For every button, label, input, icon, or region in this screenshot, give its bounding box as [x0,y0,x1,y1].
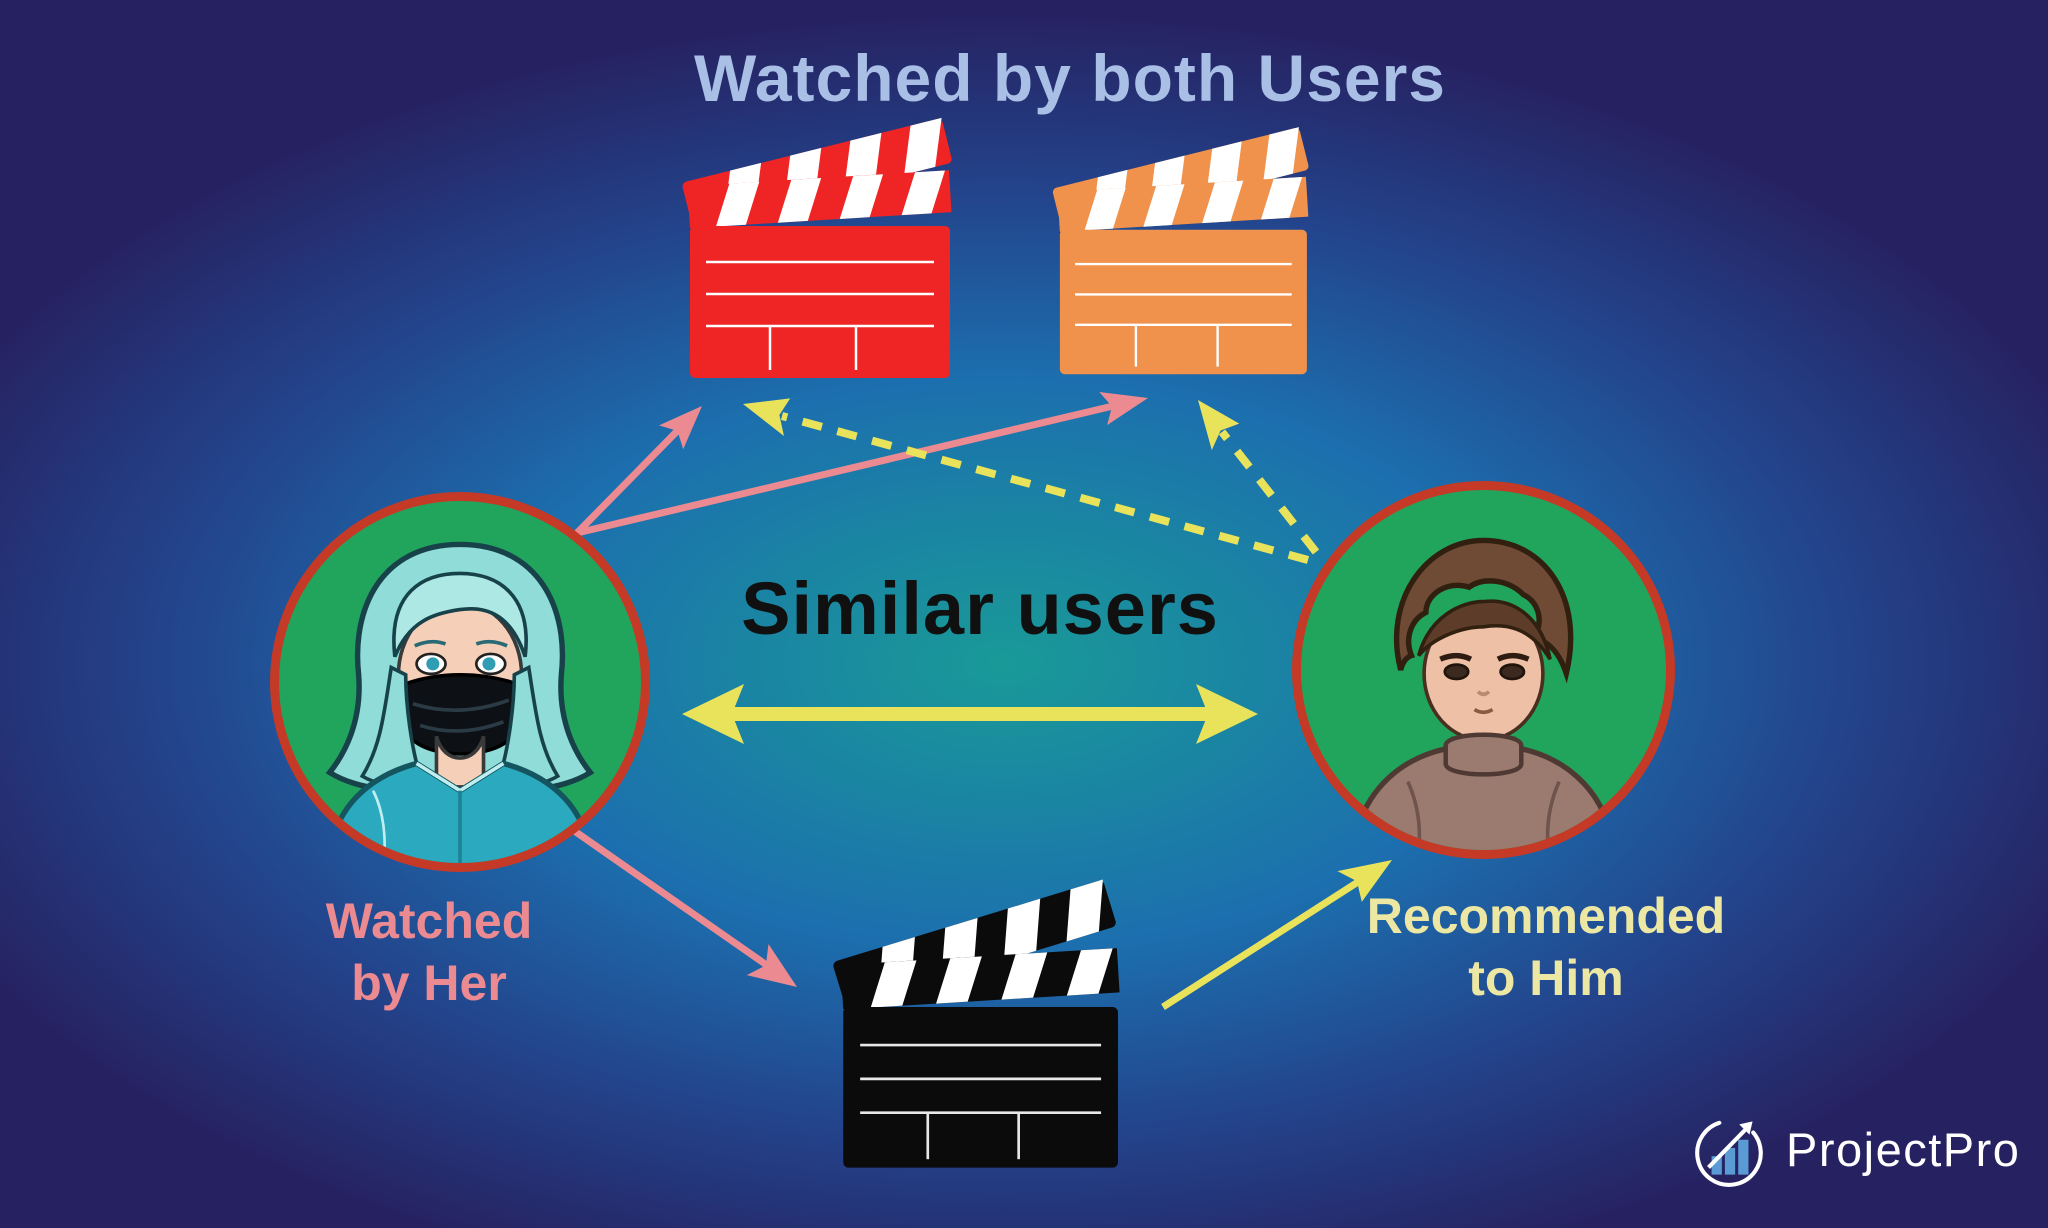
female-user-avatar [270,492,650,872]
projectpro-logo-text: ProjectPro [1786,1122,2021,1176]
arrow-her-to-red-movie [574,406,702,536]
woman-with-mask-illustration [325,541,595,863]
man-illustration [1351,537,1616,850]
watched-by-her-line1: Watched [325,893,533,949]
arrow-her-to-black-movie [560,820,797,987]
arrow-similar-users-double [682,684,1258,744]
orange-clapperboard-icon [1052,127,1309,375]
similar-users-label: Similar users [741,567,1219,650]
watched-by-her-label: Watched by Her [229,890,629,1014]
arrow-him-to-red-movie-dashed [743,398,1310,564]
watched-by-her-line2: by Her [351,955,507,1011]
recommended-to-him-line2: to Him [1468,950,1624,1006]
black-clapperboard-icon [833,879,1120,1168]
projectpro-logo: ProjectPro [1688,1108,2020,1190]
recommended-to-him-label: Recommended to Him [1296,885,1796,1009]
arrow-him-to-orange-movie-dashed [1198,400,1320,555]
projectpro-chart-icon [1695,1119,1763,1187]
red-clapperboard-icon [682,117,952,378]
page-title: Watched by both Users [694,41,1446,115]
arrow-black-movie-to-him [1161,860,1392,1010]
male-user-avatar [1292,481,1675,859]
recommended-to-him-line1: Recommended [1366,888,1726,944]
arrow-her-to-orange-movie [576,392,1148,537]
